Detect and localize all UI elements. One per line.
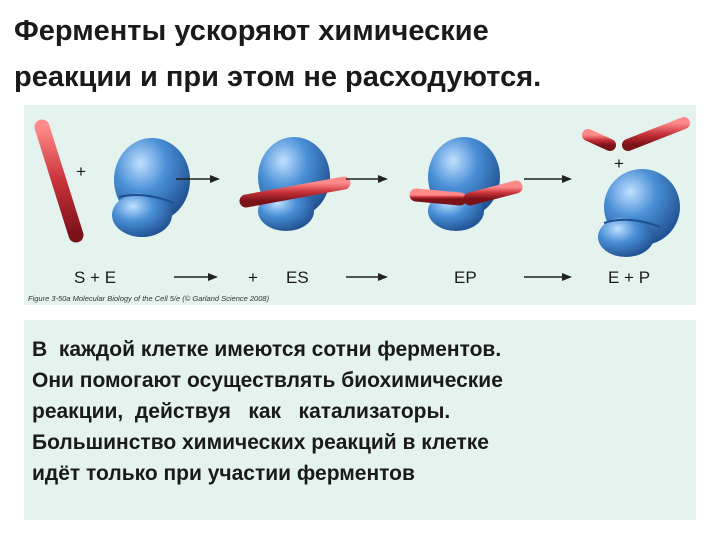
label-ep: EP [454,268,477,287]
enzyme-1 [112,138,190,237]
arrow-bottom-3 [524,273,572,281]
label-s-plus-e: S + E [74,268,116,287]
title-line-1: Ферменты ускоряют химические [14,15,489,47]
product-rods [582,117,690,151]
figure-caption: Figure 3-50a Molecular Biology of the Ce… [28,294,270,303]
slide-title: Ферменты ускоряют химические реакции и п… [14,8,714,100]
body-line-3: реакции, действуя как катализаторы. [32,400,451,423]
body-paragraph: В каждой клетке имеются сотни ферментов.… [32,334,692,489]
title-line-2: реакции и при этом не расходуются. [14,61,542,93]
enzyme-diagram: + [28,117,690,303]
enzyme-2 [598,169,680,257]
arrow-1 [176,175,220,183]
arrow-bottom-1 [174,273,218,281]
arrow-3 [524,175,572,183]
substrate-rod [34,119,84,243]
body-line-2: Они помогают осуществлять биохимические [32,369,503,392]
arrow-2 [346,175,388,183]
enzyme-substrate-complex [239,137,351,231]
label-e-plus-p: E + P [608,268,650,287]
body-line-4: Большинство химических реакций в клетке [32,431,489,454]
plus-sign-1: + [76,162,86,181]
plus-sign-3: + [248,268,258,287]
enzyme-reaction-figure: + [24,105,696,305]
body-line-5: идёт только при участии ферментов [32,462,415,485]
text-panel: В каждой клетке имеются сотни ферментов.… [24,320,696,520]
arrow-bottom-2 [346,273,388,281]
plus-sign-2: + [614,154,624,173]
body-line-1: В каждой клетке имеются сотни ферментов. [32,338,502,361]
enzyme-product-complex [409,137,523,231]
label-es: ES [286,268,309,287]
